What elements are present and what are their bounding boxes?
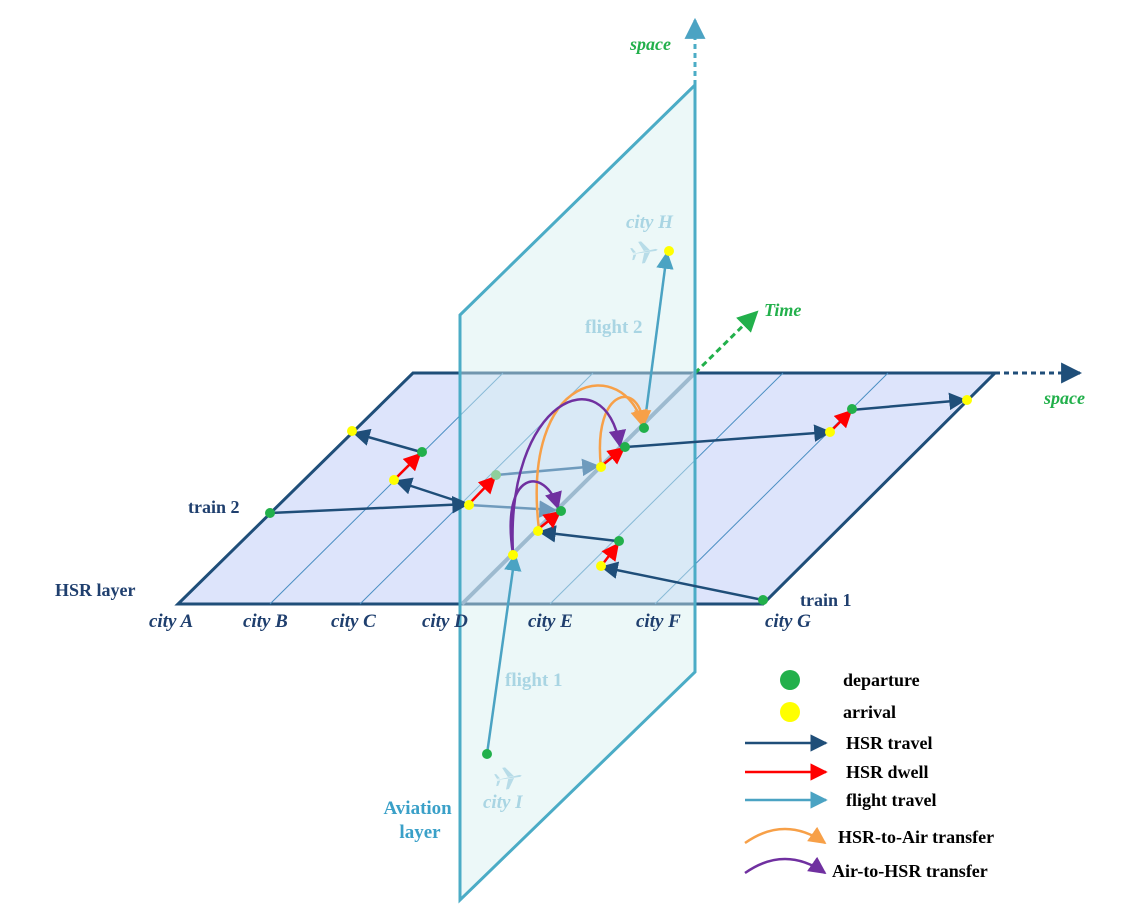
departure-node (417, 447, 427, 457)
arrival-node (596, 561, 606, 571)
hsr-travel-arc (538, 525, 618, 543)
flight-travel-arc-2 (642, 251, 674, 429)
arrival-node (596, 462, 606, 472)
time-label: Time (764, 300, 801, 320)
hsr-dwell-arc (830, 409, 853, 432)
hsr-dwell-arc (601, 542, 620, 566)
departure-node (614, 536, 624, 546)
city-label-e: city E (528, 611, 573, 632)
departure-node (639, 423, 649, 433)
arrival-node (389, 475, 399, 485)
departure-node (620, 442, 630, 452)
departure-node (265, 508, 275, 518)
departure-node (847, 404, 857, 414)
hsr-to-air-transfer-arc (535, 384, 648, 531)
city-label-d: city D (422, 611, 468, 632)
city-labels: city A city B city C city D city E city … (149, 611, 811, 632)
city-line-e (549, 372, 784, 605)
arrival-nodes (347, 246, 972, 571)
aviation-layer-line2: layer (399, 822, 441, 843)
arrival-node (962, 395, 972, 405)
departure-nodes (265, 404, 857, 759)
hsr-travel-arc (269, 495, 470, 515)
departure-node (482, 749, 492, 759)
departure-node (758, 595, 768, 605)
hsr-travel-arcs (269, 392, 967, 602)
flight-travel-arcs (485, 251, 674, 755)
legend-flight-travel-label: flight travel (846, 790, 936, 810)
arrival-node (464, 500, 474, 510)
airplane-icon-city-i (494, 767, 522, 790)
arrival-node (533, 526, 543, 536)
hsr-travel-arc-hidden (495, 458, 600, 477)
hsr-layer-label: HSR layer (55, 580, 136, 600)
city-i-label: city I (483, 792, 523, 813)
city-label-g: city G (765, 611, 811, 632)
aviation-layer-line1: Aviation (383, 798, 452, 819)
legend-hsr-travel-label: HSR travel (846, 733, 932, 753)
legend-hsr-to-air-label: HSR-to-Air transfer (838, 827, 994, 847)
airplane-icon-city-h (630, 241, 658, 264)
flight-travel-arc-1 (485, 553, 522, 755)
city-label-c: city C (331, 611, 376, 632)
aviation-layer-plane (458, 81, 697, 904)
departure-node-hidden (491, 470, 501, 480)
city-label-f: city F (636, 611, 681, 632)
arrival-node (347, 426, 357, 436)
space-label-horizontal: space (1043, 388, 1085, 408)
hsr-to-air-transfer-arc (598, 395, 652, 468)
hsr-dwell-arc (468, 475, 497, 505)
hsr-travel-arc (352, 428, 422, 454)
departure-node (556, 506, 566, 516)
city-label-b: city B (243, 611, 288, 632)
city-h-label: city H (626, 212, 674, 233)
hsr-to-air-transfer-arcs (535, 384, 652, 531)
train1-label: train 1 (800, 590, 852, 610)
arrival-node (508, 550, 518, 560)
legend-departure-label: departure (843, 670, 920, 690)
city-line-b (269, 372, 504, 605)
legend-hsr-to-air-marker (744, 826, 827, 845)
flight1-label: flight 1 (505, 670, 563, 691)
hsr-travel-arc (850, 392, 967, 412)
legend-hsr-dwell-label: HSR dwell (846, 762, 929, 782)
time-axis (693, 310, 759, 375)
flight2-label: flight 2 (585, 317, 643, 338)
city-label-a: city A (149, 611, 193, 632)
legend-departure-marker (780, 670, 800, 690)
hsr-travel-arc (625, 424, 832, 449)
legend: departure arrival HSR travel HSR dwell f… (744, 670, 994, 881)
city-line-d (460, 371, 697, 606)
legend-air-to-hsr-label: Air-to-HSR transfer (832, 861, 988, 881)
air-to-hsr-transfer-arcs (509, 398, 627, 555)
legend-arrival-label: arrival (843, 702, 896, 722)
hsr-travel-arc (600, 561, 764, 602)
arrival-node (825, 427, 835, 437)
space-label-vertical: space (629, 34, 671, 54)
arrival-node (664, 246, 674, 256)
legend-air-to-hsr-marker (744, 856, 827, 875)
air-to-hsr-transfer-arc (509, 480, 562, 555)
legend-arrival-marker (780, 702, 800, 722)
aviation-layer-label: Aviation layer (383, 798, 456, 843)
hsr-dwell-arc (393, 452, 422, 481)
train2-label: train 2 (188, 497, 240, 517)
